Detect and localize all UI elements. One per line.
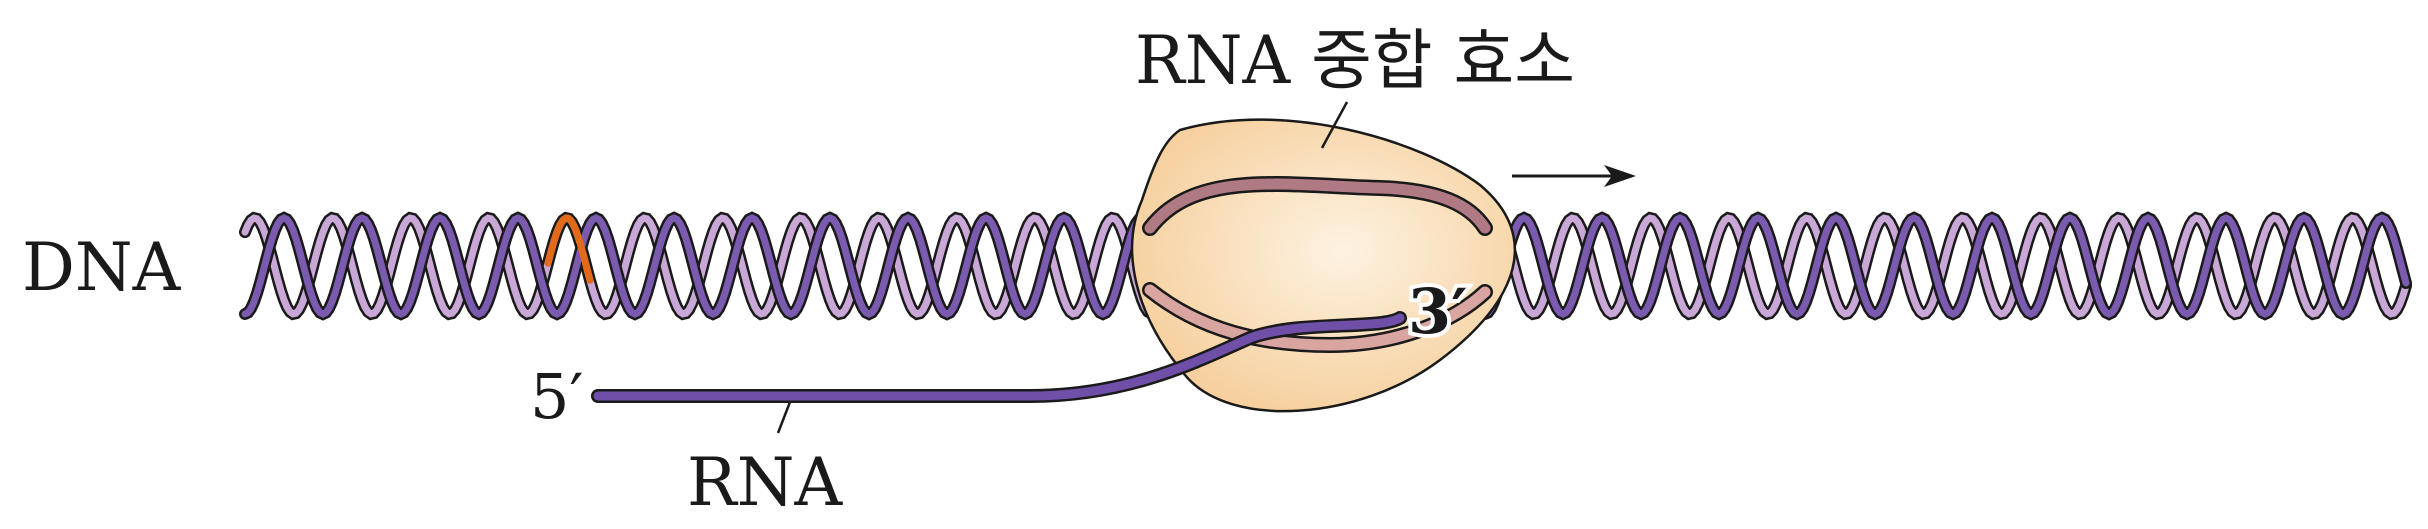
dna-double-helix-left (239, 211, 1154, 321)
five-prime-label: 5′ (530, 360, 584, 433)
dna-label: DNA (22, 229, 182, 306)
dna-strand-dark (241, 214, 1152, 318)
dna-strand-dark (1481, 214, 2410, 318)
rna-polymerase-label: RNA 중합 효소 (1135, 22, 1575, 99)
three-prime-label: 3′ (1408, 275, 1468, 348)
dna-double-helix-right (1479, 211, 2412, 321)
right-arrow-icon (1512, 165, 1636, 187)
rna-leader-line (776, 401, 792, 434)
rna-label: RNA (687, 444, 843, 521)
promoter-highlight (544, 214, 594, 284)
rna-polymerase-enzyme (1131, 118, 1517, 413)
polymerase-leader-line (1320, 101, 1349, 149)
rna-transcript (591, 311, 1407, 403)
